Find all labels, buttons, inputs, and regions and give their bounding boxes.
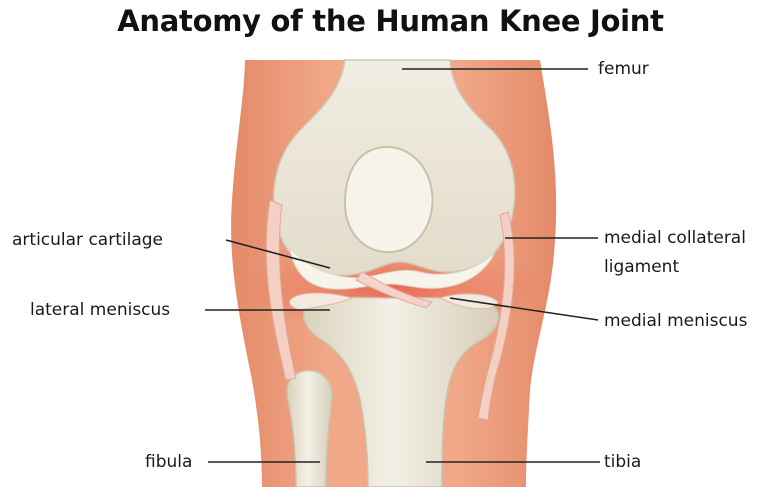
label-lateral-meniscus: lateral meniscus bbox=[30, 299, 170, 321]
label-medial-collateral-ligament-line1: medial collateral bbox=[604, 227, 746, 249]
label-fibula: fibula bbox=[145, 451, 192, 473]
label-articular-cartilage: articular cartilage bbox=[12, 229, 163, 251]
label-femur: femur bbox=[598, 58, 649, 80]
label-medial-meniscus: medial meniscus bbox=[604, 310, 747, 332]
patella-bone bbox=[345, 147, 433, 252]
label-medial-collateral-ligament-line2: ligament bbox=[604, 256, 679, 278]
label-tibia: tibia bbox=[604, 451, 641, 473]
